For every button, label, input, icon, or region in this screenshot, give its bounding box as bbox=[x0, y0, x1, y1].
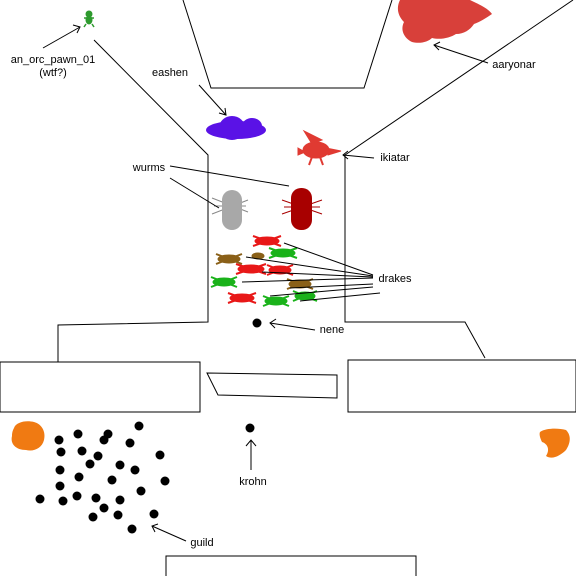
labels: an_orc_pawn_01 (wtf?) eashen aaryonar ik… bbox=[11, 54, 536, 549]
guild-member-marker bbox=[54, 435, 64, 445]
guild-member-marker bbox=[88, 512, 98, 522]
krohn-marker bbox=[245, 423, 255, 433]
guild-member-marker bbox=[155, 450, 165, 460]
guild-member-marker bbox=[115, 460, 125, 470]
guild-member-marker bbox=[85, 459, 95, 469]
guild-member-marker bbox=[91, 493, 101, 503]
drake-icon bbox=[215, 253, 243, 265]
wurm-red-icon bbox=[281, 188, 323, 230]
guild-label: guild bbox=[190, 537, 213, 549]
guild-member-marker bbox=[72, 491, 82, 501]
guild-member-marker bbox=[77, 446, 87, 456]
orange-blob-right bbox=[539, 428, 570, 458]
guild-member-marker bbox=[99, 435, 109, 445]
wurms-label: wurms bbox=[132, 162, 166, 174]
left-room-block bbox=[0, 361, 201, 413]
aaryonar-icon bbox=[397, 0, 492, 43]
corridor-left-wall bbox=[57, 39, 209, 362]
ikiatar-icon bbox=[297, 129, 342, 166]
guild-member-marker bbox=[99, 503, 109, 513]
guild-member-marker bbox=[160, 476, 170, 486]
guild-member-marker bbox=[134, 421, 144, 431]
guild-members bbox=[35, 421, 170, 534]
guild-member-marker bbox=[127, 524, 137, 534]
guild-member-marker bbox=[55, 481, 65, 491]
guild-member-marker bbox=[55, 465, 65, 475]
bottom-room-wall bbox=[165, 555, 417, 576]
drake-icon bbox=[252, 235, 282, 247]
guild-member-marker bbox=[74, 472, 84, 482]
ikiatar-label: ikiatar bbox=[380, 152, 410, 164]
orc-pawn-label-line1: an_orc_pawn_01 bbox=[11, 54, 95, 66]
nene-label: nene bbox=[320, 324, 344, 336]
guild-member-marker bbox=[35, 494, 45, 504]
guild-member-marker bbox=[125, 438, 135, 448]
drakes-label: drakes bbox=[378, 273, 412, 285]
guild-member-marker bbox=[73, 429, 83, 439]
aaryonar-label: aaryonar bbox=[492, 59, 536, 71]
corridor-right-wall bbox=[344, 0, 574, 359]
drake-icon bbox=[268, 247, 298, 259]
orc-pawn-icon bbox=[83, 10, 95, 28]
guild-member-marker bbox=[149, 509, 159, 519]
top-wall-segment bbox=[182, 0, 393, 89]
nene-marker bbox=[252, 318, 262, 328]
orc-pawn-label-line2: (wtf?) bbox=[39, 67, 67, 79]
drake-icon bbox=[235, 263, 267, 275]
krohn-label: krohn bbox=[239, 476, 267, 488]
guild-member-marker bbox=[58, 496, 68, 506]
drake-icon bbox=[266, 264, 294, 276]
drake-icon bbox=[210, 276, 238, 288]
wurm-gray-icon bbox=[211, 190, 249, 230]
guild-member-marker bbox=[136, 486, 146, 496]
annotation-arrows bbox=[42, 24, 489, 542]
guild-member-marker bbox=[107, 475, 117, 485]
guild-member-marker bbox=[130, 465, 140, 475]
guild-member-marker bbox=[56, 447, 66, 457]
eashen-icon bbox=[206, 116, 266, 140]
guild-member-marker bbox=[113, 510, 123, 520]
guild-member-marker bbox=[115, 495, 125, 505]
eashen-label: eashen bbox=[152, 67, 188, 79]
right-room-block bbox=[347, 359, 576, 413]
drake-icon bbox=[262, 295, 290, 307]
orange-blob-left bbox=[11, 421, 45, 451]
drakes-group bbox=[210, 235, 318, 307]
center-slab bbox=[206, 372, 338, 399]
guild-member-marker bbox=[93, 451, 103, 461]
drake-icon bbox=[227, 292, 257, 304]
